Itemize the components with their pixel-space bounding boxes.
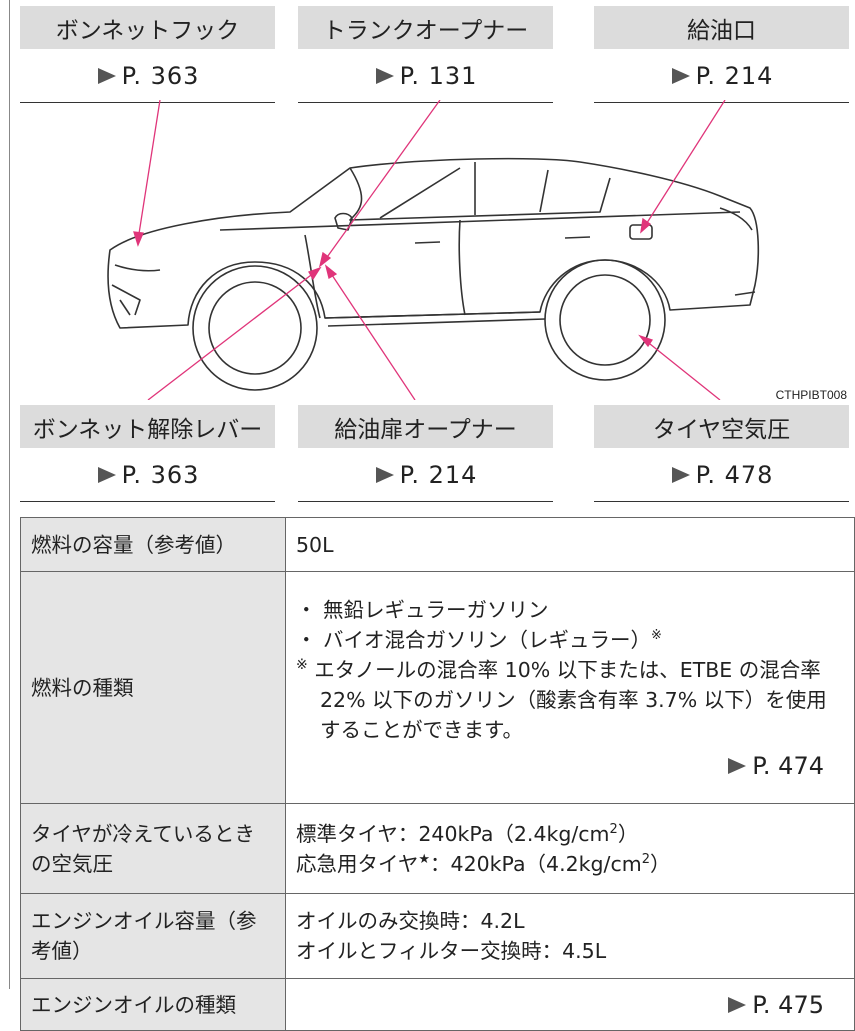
page-ref-icon <box>728 757 747 774</box>
callout-label: トランクオープナー <box>298 6 553 49</box>
car-illustration <box>107 100 760 400</box>
page-reference[interactable]: P. 363 <box>20 49 275 103</box>
page-ref-icon <box>671 466 690 483</box>
table-row: エンジンオイルの種類 P. 475 <box>20 978 855 1031</box>
table-row: 燃料の種類 ・ 無鉛レギュラーガソリン ・ バイオ混合ガソリン（レギュラー）※ … <box>20 571 855 804</box>
page-ref-icon <box>97 67 116 84</box>
callout-hood-hook: ボンネットフック P. 363 <box>20 6 275 103</box>
page-reference[interactable]: P. 214 <box>298 448 553 502</box>
page-reference[interactable]: P. 131 <box>298 49 553 103</box>
page-ref-icon <box>728 996 747 1013</box>
table-row: 燃料の容量（参考値） 50L <box>20 517 855 572</box>
callout-label: ボンネットフック <box>20 6 275 49</box>
table-row: エンジンオイル容量（参考値） オイルのみ交換時：4.2L オイルとフィルター交換… <box>20 893 855 979</box>
page-ref-icon <box>671 67 690 84</box>
callout-label: ボンネット解除レバー <box>20 405 275 448</box>
callout-fuel-filler: 給油口 P. 214 <box>594 6 849 103</box>
row-key: エンジンオイルの種類 <box>20 978 286 1031</box>
callout-label: 給油扉オープナー <box>298 405 553 448</box>
row-key: 燃料の容量（参考値） <box>20 517 286 572</box>
page-ref-icon <box>97 466 116 483</box>
page-reference[interactable]: P. 478 <box>594 448 849 502</box>
callout-tire-pressure: タイヤ空気圧 P. 478 <box>594 405 849 502</box>
figure-id: CTHPIBT008 <box>775 388 847 402</box>
page-edge-rule <box>9 0 10 989</box>
row-key: タイヤが冷えているときの空気圧 <box>20 803 286 894</box>
page-reference[interactable]: P. 363 <box>20 448 275 502</box>
row-value: 50L <box>285 517 855 572</box>
callout-label: 給油口 <box>594 6 849 49</box>
page-ref-icon <box>375 466 394 483</box>
callout-trunk-opener: トランクオープナー P. 131 <box>298 6 553 103</box>
spec-table: 燃料の容量（参考値） 50L 燃料の種類 ・ 無鉛レギュラーガソリン ・ バイオ… <box>20 517 855 1031</box>
row-value: オイルのみ交換時：4.2L オイルとフィルター交換時：4.5L <box>285 893 855 979</box>
callout-fuel-door-opener: 給油扉オープナー P. 214 <box>298 405 553 502</box>
fuel-note: ※ エタノールの混合率 10% 以下または、ETBE の混合率 22% 以下のガ… <box>296 656 827 742</box>
row-key: エンジンオイル容量（参考値） <box>20 893 286 979</box>
row-value: ・ 無鉛レギュラーガソリン ・ バイオ混合ガソリン（レギュラー）※ ※ エタノー… <box>285 571 855 804</box>
page-ref-icon <box>375 67 394 84</box>
callout-hood-release: ボンネット解除レバー P. 363 <box>20 405 275 502</box>
callout-label: タイヤ空気圧 <box>594 405 849 448</box>
fuel-bullet: ・ 無鉛レギュラーガソリン <box>296 597 549 622</box>
row-value: P. 475 <box>285 978 855 1031</box>
fuel-bullet: ・ バイオ混合ガソリン（レギュラー）※ <box>296 627 662 652</box>
row-key: 燃料の種類 <box>20 571 286 804</box>
table-row: タイヤが冷えているときの空気圧 標準タイヤ：240kPa（2.4kg/cm2） … <box>20 803 855 894</box>
page-reference[interactable]: P. 475 <box>296 990 844 1020</box>
row-value: 標準タイヤ：240kPa（2.4kg/cm2） 応急用タイヤ★：420kPa（4… <box>285 803 855 894</box>
page-reference[interactable]: P. 214 <box>594 49 849 103</box>
page-reference[interactable]: P. 474 <box>296 751 844 781</box>
